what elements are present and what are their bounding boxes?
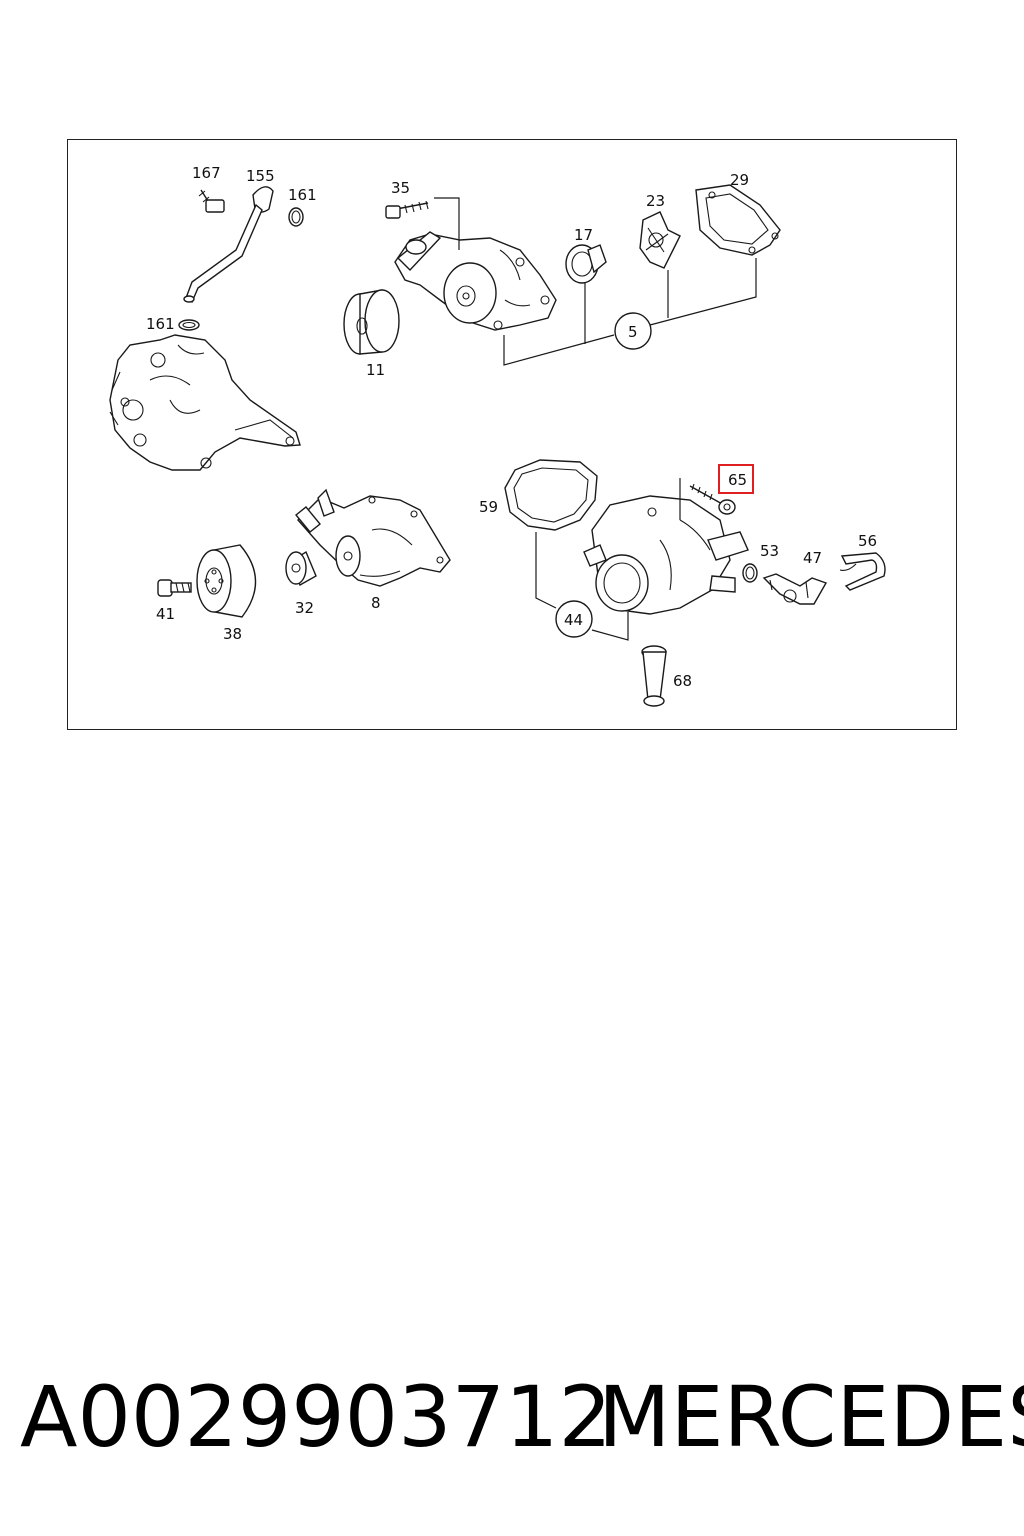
- thermostat-housing-44[interactable]: [583, 495, 749, 615]
- bolt-41[interactable]: [157, 579, 192, 597]
- callout-17[interactable]: 17: [574, 226, 593, 244]
- coolant-pipe-155[interactable]: [183, 186, 274, 304]
- o-ring-161-top[interactable]: [288, 207, 304, 227]
- callout-29[interactable]: 29: [730, 171, 749, 189]
- brand-name: MERCEDES: [598, 1368, 1024, 1466]
- caption: A0029903712 MERCEDES: [20, 1368, 1024, 1478]
- engine-block-housing: [109, 334, 301, 471]
- callout-65[interactable]: 65: [728, 471, 747, 489]
- callout-5[interactable]: 5: [628, 323, 638, 341]
- leader-lines-group-5: [434, 197, 757, 366]
- callout-23[interactable]: 23: [646, 192, 665, 210]
- callout-161-lower[interactable]: 161: [146, 315, 175, 333]
- part-number: A0029903712: [20, 1368, 612, 1466]
- diagram-frame: [67, 139, 957, 730]
- callout-68[interactable]: 68: [673, 672, 692, 690]
- bolt-65[interactable]: [689, 483, 736, 515]
- callout-circle-44: [555, 600, 593, 638]
- highlight-box-65: [718, 464, 754, 494]
- water-pump-8[interactable]: [295, 488, 451, 587]
- callout-11[interactable]: 11: [366, 361, 385, 379]
- o-ring-53[interactable]: [742, 563, 758, 583]
- callout-53[interactable]: 53: [760, 542, 779, 560]
- gasket-29[interactable]: [695, 184, 781, 256]
- bolt-35[interactable]: [385, 200, 429, 219]
- impeller-23[interactable]: [639, 211, 681, 269]
- callout-38[interactable]: 38: [223, 625, 242, 643]
- callout-32[interactable]: 32: [295, 599, 314, 617]
- callout-161-top[interactable]: 161: [288, 186, 317, 204]
- leader-lines-group-44: [535, 478, 681, 641]
- coolant-pipe-68[interactable]: [641, 645, 667, 707]
- flange-32[interactable]: [285, 550, 317, 586]
- callout-59[interactable]: 59: [479, 498, 498, 516]
- callout-47[interactable]: 47: [803, 549, 822, 567]
- callout-155[interactable]: 155: [246, 167, 275, 185]
- pulley-38[interactable]: [196, 544, 257, 618]
- callout-circle-5: [614, 312, 652, 350]
- pulley-11[interactable]: [343, 289, 400, 355]
- callout-8[interactable]: 8: [371, 594, 381, 612]
- callout-44[interactable]: 44: [564, 611, 583, 629]
- thermostat-17[interactable]: [565, 244, 607, 284]
- exploded-parts-diagram: 167 155 161 161 35 17 23 29 5 11 59 65 5…: [109, 164, 886, 707]
- gasket-59[interactable]: [504, 459, 598, 531]
- retaining-clip-56[interactable]: [839, 552, 886, 591]
- water-pump-assembly-top[interactable]: [394, 231, 557, 331]
- callout-56[interactable]: 56: [858, 532, 877, 550]
- callout-35[interactable]: 35: [391, 179, 410, 197]
- temperature-sensor-47[interactable]: [762, 573, 828, 605]
- o-ring-161-lower[interactable]: [178, 319, 200, 331]
- callout-41[interactable]: 41: [156, 605, 175, 623]
- callout-167[interactable]: 167: [192, 164, 221, 182]
- bolt-167[interactable]: [198, 189, 225, 213]
